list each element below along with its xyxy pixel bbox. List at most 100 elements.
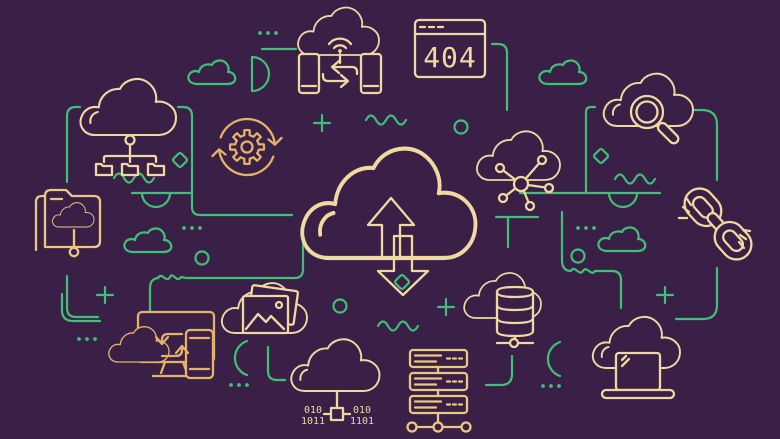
arc-icon (546, 340, 562, 378)
server-unit (408, 348, 469, 369)
diamond-icon (393, 273, 411, 291)
teal-decorations (77, 31, 675, 388)
ring-icon (453, 119, 469, 135)
half-circle-icon (250, 55, 271, 93)
laptop-base (600, 388, 676, 400)
screen-glare (620, 354, 631, 368)
network-node (494, 162, 506, 174)
chain-ring-bottom-inner (722, 229, 745, 253)
sparkle-lines (737, 228, 752, 250)
phone-left (297, 52, 321, 95)
ring-icon (194, 250, 210, 266)
squiggle-icon (364, 114, 408, 126)
node (432, 421, 444, 433)
binary-text: 010 (304, 405, 322, 416)
cloud-transfer-icon (302, 149, 475, 297)
dome-left (140, 191, 172, 209)
diamond-icon (592, 147, 610, 165)
ring-icon (332, 298, 348, 314)
node (460, 421, 472, 433)
wifi-arc-inner (332, 44, 348, 50)
plus-icon (655, 285, 675, 305)
server-unit (408, 394, 469, 415)
trace-coil-right (560, 210, 623, 310)
gear-icon (228, 128, 266, 166)
dot-trio-icon (77, 31, 596, 388)
diamond-icon (171, 151, 189, 169)
cloud-device-sync-icon (297, 6, 383, 95)
cloud-database-icon (463, 272, 542, 349)
refresh-arrow-bottom (211, 148, 275, 177)
server-unit (408, 371, 469, 392)
folder-node (94, 162, 114, 177)
cloud-search-icon (602, 72, 694, 145)
trace-404-right (490, 42, 509, 112)
magnifier-lens-inner (635, 100, 659, 124)
photo-sun (274, 300, 284, 310)
trace-left-bracket (176, 105, 194, 195)
server-rack-icon (406, 348, 472, 433)
dome-right (607, 191, 639, 209)
plus-icon (95, 285, 115, 305)
cloud-binary-icon: 010 1011 010 1101 (290, 338, 381, 427)
sync-arrow-up (160, 344, 190, 358)
trace-bottomleft-corner (60, 292, 102, 323)
phone (184, 328, 215, 380)
chain-link-icon (677, 187, 753, 261)
download-arrow (376, 234, 430, 297)
error-404-window-icon: 404 (413, 18, 487, 79)
arc-icon (233, 339, 249, 377)
sync-arrow-right (321, 72, 350, 89)
trace-stair-left (190, 191, 294, 217)
sync-arrow-left (330, 59, 359, 76)
binary-text: 1011 (301, 416, 325, 427)
network-node (497, 192, 509, 204)
cloud-laptop-icon (591, 315, 681, 400)
trace-bottom-mid-right (484, 354, 514, 387)
binary-text: 010 (353, 405, 371, 416)
magnifier-handle (656, 121, 680, 145)
plus-icon (436, 297, 456, 317)
sparkle-lines (677, 197, 693, 220)
sync-arrow-down (154, 332, 184, 346)
wifi-arc-outer (327, 37, 353, 46)
squiggle-icon (376, 320, 420, 332)
upload-arrow (366, 196, 416, 260)
db-node (508, 337, 520, 349)
phone-right (359, 52, 383, 95)
plus-icon (312, 113, 332, 133)
network-node (524, 200, 536, 212)
trace-right-bottom (674, 266, 719, 321)
ring-icon (570, 248, 586, 264)
wifi-dot (338, 49, 342, 53)
binary-text: 1101 (350, 416, 374, 427)
database-bands (495, 290, 535, 325)
photo-mountains (244, 312, 286, 331)
trace-center-right (494, 215, 540, 249)
trace-right-top (686, 108, 719, 182)
folder-node (120, 162, 140, 177)
database-cylinder (495, 285, 535, 338)
network-hub (512, 175, 530, 193)
trace-left-top (65, 105, 82, 184)
trace-network-right (584, 105, 597, 195)
refresh-arrow-top (219, 117, 283, 146)
network-spokes (498, 158, 551, 208)
monitor-cloud-phone-sync-icon (108, 310, 216, 380)
network-node (536, 154, 548, 166)
trace-bottom-mid-left (266, 345, 287, 382)
binary-node (329, 406, 345, 422)
cloud-network-icon (476, 130, 561, 212)
error-code-text: 404 (423, 41, 477, 74)
squiggle-icon (613, 173, 657, 185)
node (406, 421, 418, 433)
cloud-photos-icon (220, 282, 308, 335)
folder-node (146, 162, 166, 177)
trace-left-bottom (65, 274, 100, 319)
share-node (68, 246, 80, 258)
cloud-hierarchy-icon (79, 77, 178, 177)
sync-gear-icon (211, 117, 283, 177)
folder-cloud-icon (34, 188, 102, 258)
